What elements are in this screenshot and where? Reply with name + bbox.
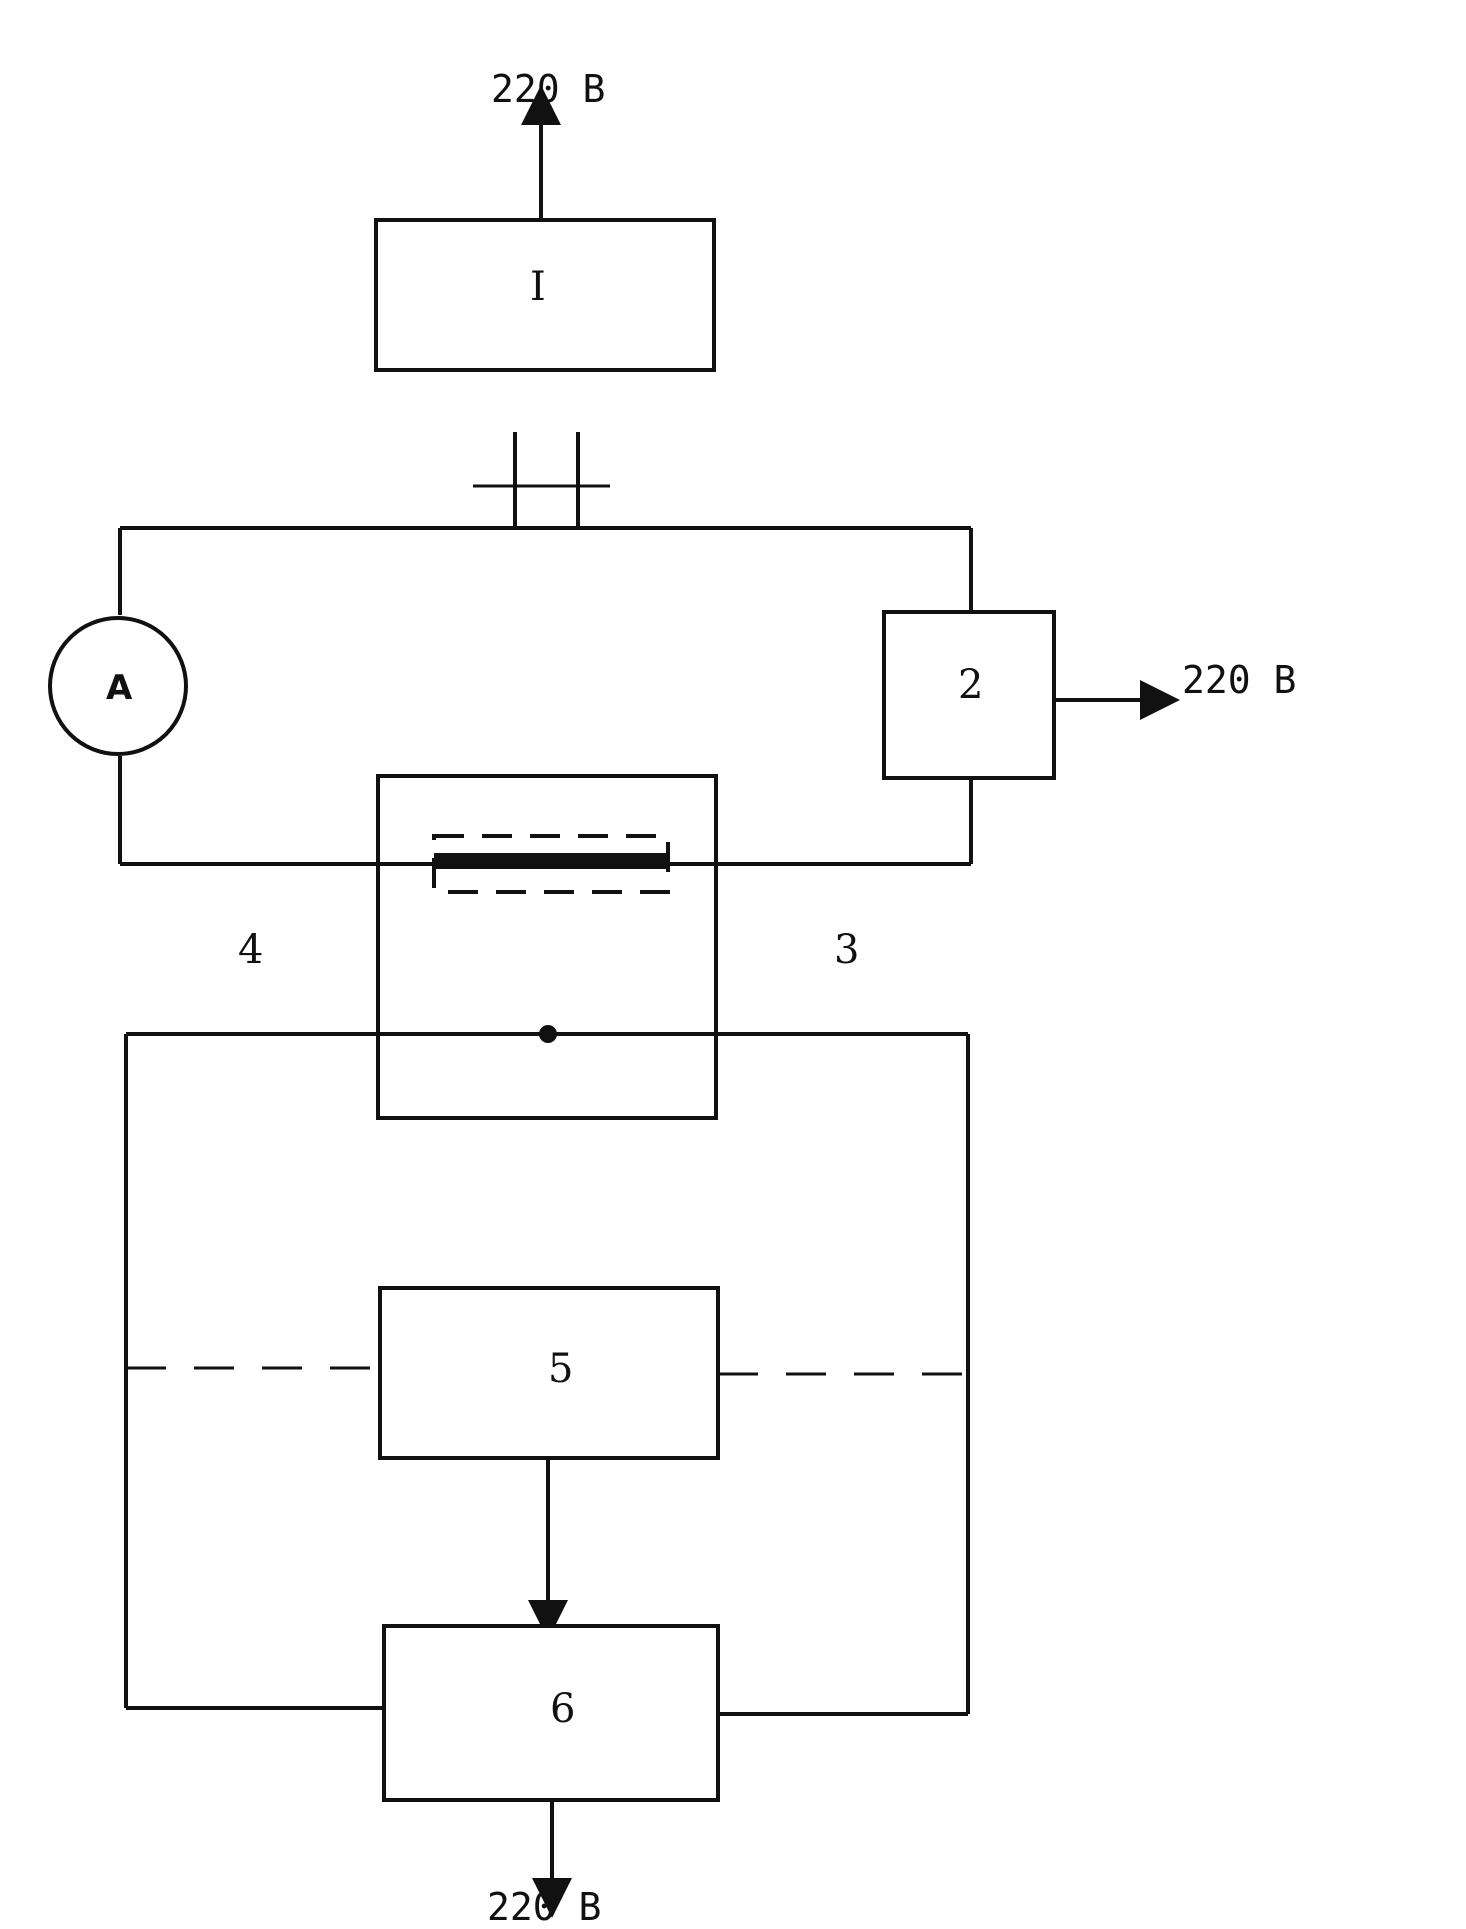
label-3: 3 xyxy=(834,927,859,973)
ammeter-label: A xyxy=(106,668,133,708)
label-4: 4 xyxy=(238,927,263,973)
central-chamber xyxy=(376,774,718,1120)
block-5-label: 5 xyxy=(548,1346,573,1392)
block-2 xyxy=(882,610,1056,780)
supply-top-label: 220 B xyxy=(491,67,605,111)
block-1 xyxy=(374,218,716,372)
block-2-label: 2 xyxy=(958,662,983,708)
block-6-label: 6 xyxy=(550,1686,575,1732)
ammeter xyxy=(48,616,188,756)
supply-right-label: 220 B xyxy=(1182,658,1296,702)
supply-bottom-label: 220 B xyxy=(487,1885,601,1929)
block-1-label: I xyxy=(530,264,546,310)
block-6 xyxy=(382,1624,720,1802)
sample-rod xyxy=(434,853,668,869)
